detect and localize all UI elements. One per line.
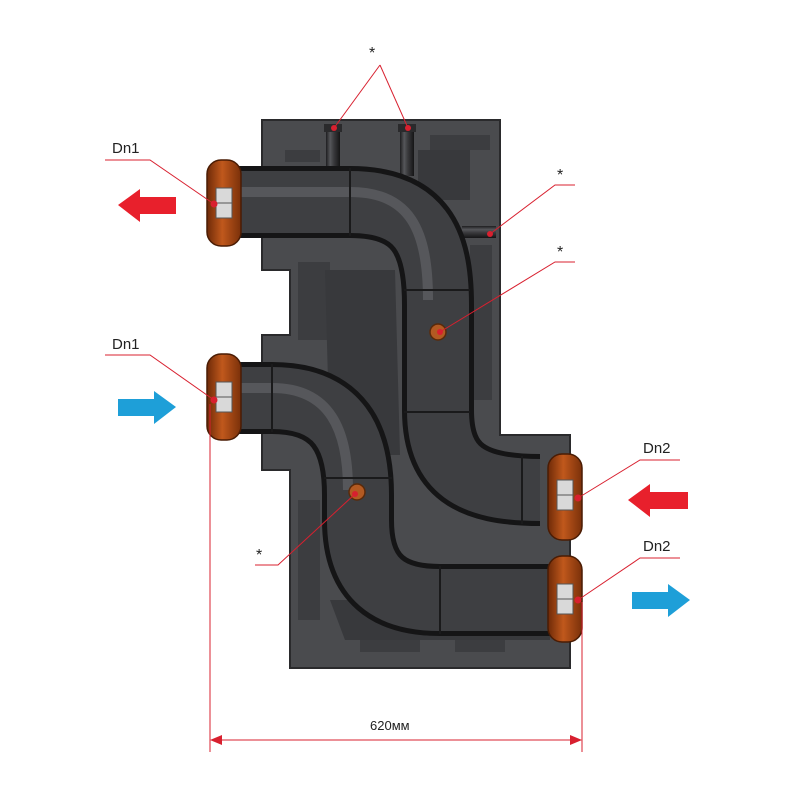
- inlet-arrow-dn1: [118, 391, 176, 424]
- label-star-right-upper: *: [557, 167, 563, 184]
- label-dn2-bottom: Dn2: [643, 538, 671, 555]
- leader-star-right-upper: [489, 184, 575, 235]
- leader-star-top-left: [333, 64, 381, 129]
- label-star-left: *: [256, 547, 262, 564]
- leader-dn2-top: [577, 459, 680, 499]
- vent-stub-right: [398, 124, 416, 176]
- leader-dn2-bottom: [577, 557, 680, 601]
- label-dn1-top: Dn1: [112, 140, 140, 157]
- label-star-top: *: [369, 45, 375, 62]
- leader-lines: [105, 64, 680, 601]
- leader-star-right-lower: [439, 261, 575, 333]
- label-dn2-top: Dn2: [643, 440, 671, 457]
- dimension-arrowheads: [210, 735, 582, 745]
- label-star-right-lower: *: [557, 244, 563, 261]
- dimension-line: [209, 404, 583, 752]
- label-dn1-bottom: Dn1: [112, 336, 140, 353]
- upper-pipe: [225, 166, 541, 526]
- dimension-label: 620мм: [370, 718, 410, 733]
- outlet-arrow-dn1: [118, 189, 176, 222]
- leader-dn1-bottom: [105, 354, 215, 401]
- leader-star-left: [255, 493, 356, 566]
- flange-dn2-top: [547, 453, 583, 541]
- leader-star-top-right: [379, 64, 409, 129]
- inlet-arrow-dn2: [628, 484, 688, 517]
- leader-dots: [210, 125, 582, 604]
- flange-dn2-bottom: [547, 555, 583, 643]
- outlet-arrow-dn2: [632, 584, 690, 617]
- lower-pipe: [225, 362, 560, 636]
- flange-dn1-bottom: [206, 353, 242, 441]
- leader-dn1-top: [105, 159, 215, 205]
- flange-dn1-top: [206, 159, 242, 247]
